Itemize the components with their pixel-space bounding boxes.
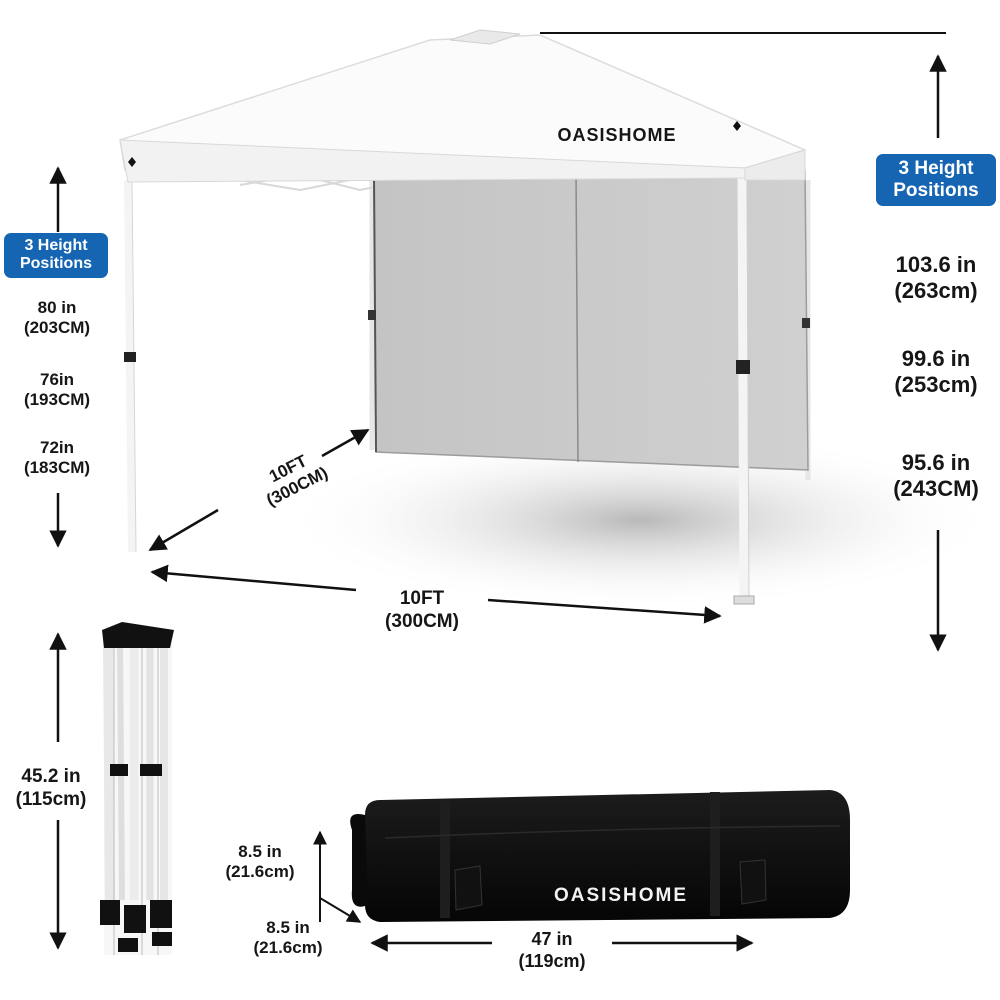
- right-height-95-cm: (243CM): [893, 476, 979, 502]
- bag-length-cm: (119cm): [518, 950, 586, 971]
- right-height-95-in: 95.6 in: [901, 450, 971, 475]
- bag-height-label: 8.5 in (21.6cm): [208, 842, 312, 883]
- depth-arrow-lower: [148, 508, 219, 552]
- bag-height-in: 8.5 in: [238, 842, 282, 861]
- left-badge-line1: 3 Height: [24, 237, 88, 254]
- folded-height-in: 45.2 in: [21, 766, 81, 787]
- bag-depth-arrow: [319, 897, 362, 923]
- ground-shadow: [280, 430, 1000, 610]
- width-arrow-left: [150, 564, 357, 592]
- folded-height-cm: (115cm): [15, 788, 87, 810]
- width-label-ft: 10FT: [399, 588, 445, 609]
- depth-arrow-upper: [321, 428, 370, 458]
- left-height-76-cm: (193CM): [23, 390, 91, 410]
- bag-depth-label: 8.5 in (21.6cm): [236, 918, 340, 959]
- folded-frame: [100, 622, 174, 955]
- right-height-103-cm: (263cm): [894, 278, 978, 304]
- right-height-badge: 3 Height Positions: [876, 154, 996, 206]
- bag-depth-cm: (21.6cm): [253, 938, 323, 958]
- right-height-103: 103.6 in (263cm): [872, 252, 1000, 305]
- bag-length-in: 47 in: [531, 929, 573, 949]
- bag-depth-in: 8.5 in: [266, 918, 310, 937]
- left-badge-line2: Positions: [19, 255, 92, 273]
- bag-length-label: 47 in (119cm): [496, 929, 608, 972]
- left-height-76-in: 76in: [39, 370, 75, 389]
- folded-height-label: 45.2 in (115cm): [0, 766, 102, 812]
- right-badge-line1: 3 Height: [898, 158, 974, 179]
- right-badge-line2: Positions: [893, 179, 979, 201]
- left-height-80-in: 80 in: [37, 298, 77, 317]
- left-height-72-in: 72in: [39, 438, 75, 457]
- left-height-80: 80 in (203CM): [2, 298, 112, 339]
- left-height-badge: 3 Height Positions: [4, 233, 108, 278]
- width-label: 10FT (300CM): [362, 588, 482, 634]
- right-height-95: 95.6 in (243CM): [872, 450, 1000, 503]
- width-label-cm: (300CM): [385, 610, 459, 632]
- width-arrow-right: [487, 598, 722, 624]
- left-height-72: 72in (183CM): [2, 438, 112, 479]
- canopy-logo: OASISHOME: [557, 125, 676, 145]
- left-height-76: 76in (193CM): [2, 370, 112, 411]
- right-height-99-in: 99.6 in: [901, 346, 971, 371]
- canopy-tent: OASISHOME: [119, 29, 811, 605]
- carry-bag: OASISHOME: [350, 790, 850, 922]
- bag-height-cm: (21.6cm): [225, 862, 295, 882]
- right-height-99-cm: (253cm): [894, 372, 978, 398]
- left-height-72-cm: (183CM): [23, 458, 91, 478]
- right-height-99: 99.6 in (253cm): [872, 346, 1000, 399]
- right-height-103-in: 103.6 in: [895, 252, 977, 277]
- bag-logo: OASISHOME: [554, 885, 688, 906]
- left-height-80-cm: (203CM): [23, 318, 91, 338]
